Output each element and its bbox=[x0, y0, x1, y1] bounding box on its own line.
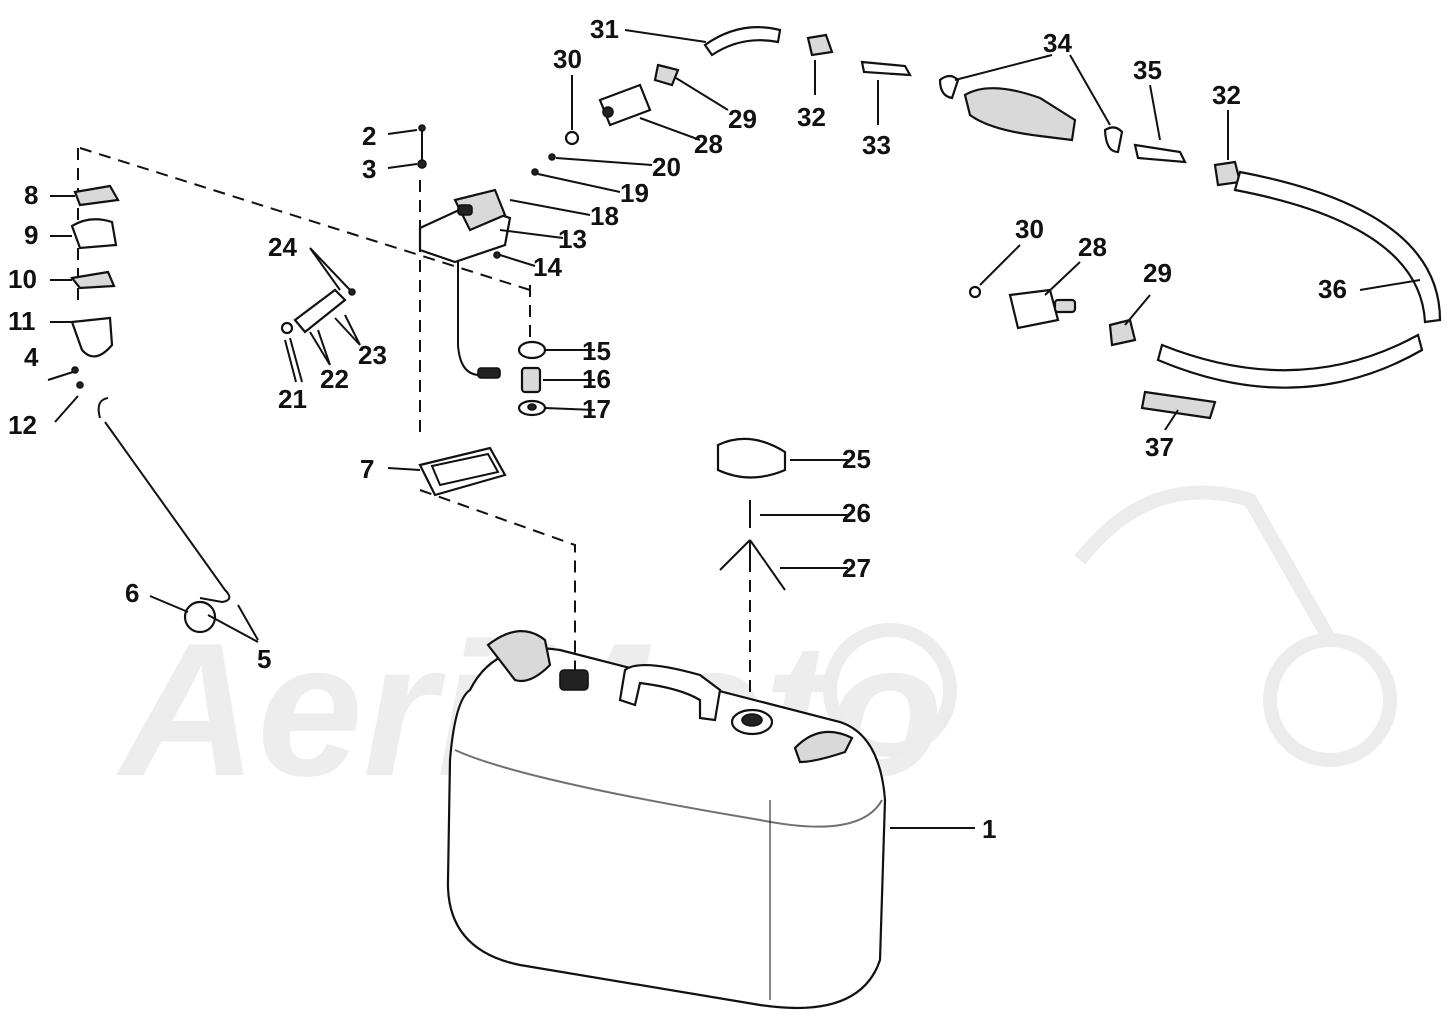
callout-3: 3 bbox=[362, 154, 376, 184]
callout-16: 16 bbox=[582, 364, 611, 394]
callout-2: 2 bbox=[362, 121, 376, 151]
small-parts bbox=[69, 124, 787, 634]
callout-18: 18 bbox=[590, 201, 619, 231]
fuel-tank bbox=[446, 630, 887, 1010]
callout-11: 11 bbox=[8, 306, 36, 336]
callout-13: 13 bbox=[558, 224, 587, 254]
callout-15: 15 bbox=[582, 336, 611, 366]
callout-21: 21 bbox=[278, 384, 307, 414]
callout-4: 4 bbox=[24, 342, 39, 372]
tank-gauge-mount bbox=[559, 669, 589, 691]
leader-lines bbox=[47, 29, 1421, 829]
hose-short bbox=[703, 26, 782, 57]
callout-32-left: 32 bbox=[797, 102, 826, 132]
callout-12: 12 bbox=[8, 410, 37, 440]
callout-22: 22 bbox=[320, 364, 349, 394]
callout-31: 31 bbox=[590, 14, 619, 44]
callout-37: 37 bbox=[1145, 432, 1174, 462]
fuel-gauge-assembly bbox=[418, 188, 512, 379]
callout-25: 25 bbox=[842, 444, 871, 474]
callout-8: 8 bbox=[24, 180, 38, 210]
filter-screen bbox=[1140, 390, 1217, 420]
callout-32-right: 32 bbox=[1212, 80, 1241, 110]
callout-28-right: 28 bbox=[1078, 232, 1107, 262]
callout-28-top: 28 bbox=[694, 129, 723, 159]
callout-36: 36 bbox=[1318, 274, 1347, 304]
callout-35: 35 bbox=[1133, 55, 1162, 85]
callout-14: 14 bbox=[533, 252, 562, 282]
callout-34: 34 bbox=[1043, 28, 1072, 58]
fuel-hose-long bbox=[1233, 170, 1442, 324]
watermark-motorcycle bbox=[823, 485, 1397, 767]
gasket bbox=[418, 446, 507, 497]
callout-29-right: 29 bbox=[1143, 258, 1172, 288]
callout-30-right: 30 bbox=[1015, 214, 1044, 244]
callout-33: 33 bbox=[862, 130, 891, 160]
callout-labels: 1 2 3 4 5 6 7 8 9 10 11 12 13 14 15 16 1… bbox=[8, 14, 1347, 844]
filler-cap bbox=[716, 437, 787, 479]
tank-vent-grip bbox=[793, 730, 854, 764]
callout-24: 24 bbox=[268, 232, 297, 262]
primer-bulb bbox=[963, 87, 1077, 142]
callout-19: 19 bbox=[620, 178, 649, 208]
tank-inlet-grip bbox=[486, 630, 552, 683]
callout-20: 20 bbox=[652, 152, 681, 182]
callout-29-top: 29 bbox=[728, 104, 757, 134]
callout-6: 6 bbox=[125, 578, 139, 608]
callout-9: 9 bbox=[24, 220, 38, 250]
callout-27: 27 bbox=[842, 553, 871, 583]
callout-26: 26 bbox=[842, 498, 871, 528]
fuel-line-parts bbox=[531, 26, 1442, 420]
tank-handle bbox=[618, 663, 722, 722]
callout-30-top: 30 bbox=[553, 44, 582, 74]
callout-5: 5 bbox=[257, 644, 271, 674]
callout-23: 23 bbox=[358, 340, 387, 370]
callout-1: 1 bbox=[982, 814, 996, 844]
assembly-guide-lines bbox=[77, 147, 751, 700]
callout-10: 10 bbox=[8, 264, 37, 294]
callout-17: 17 bbox=[582, 394, 611, 424]
callout-7: 7 bbox=[360, 454, 374, 484]
